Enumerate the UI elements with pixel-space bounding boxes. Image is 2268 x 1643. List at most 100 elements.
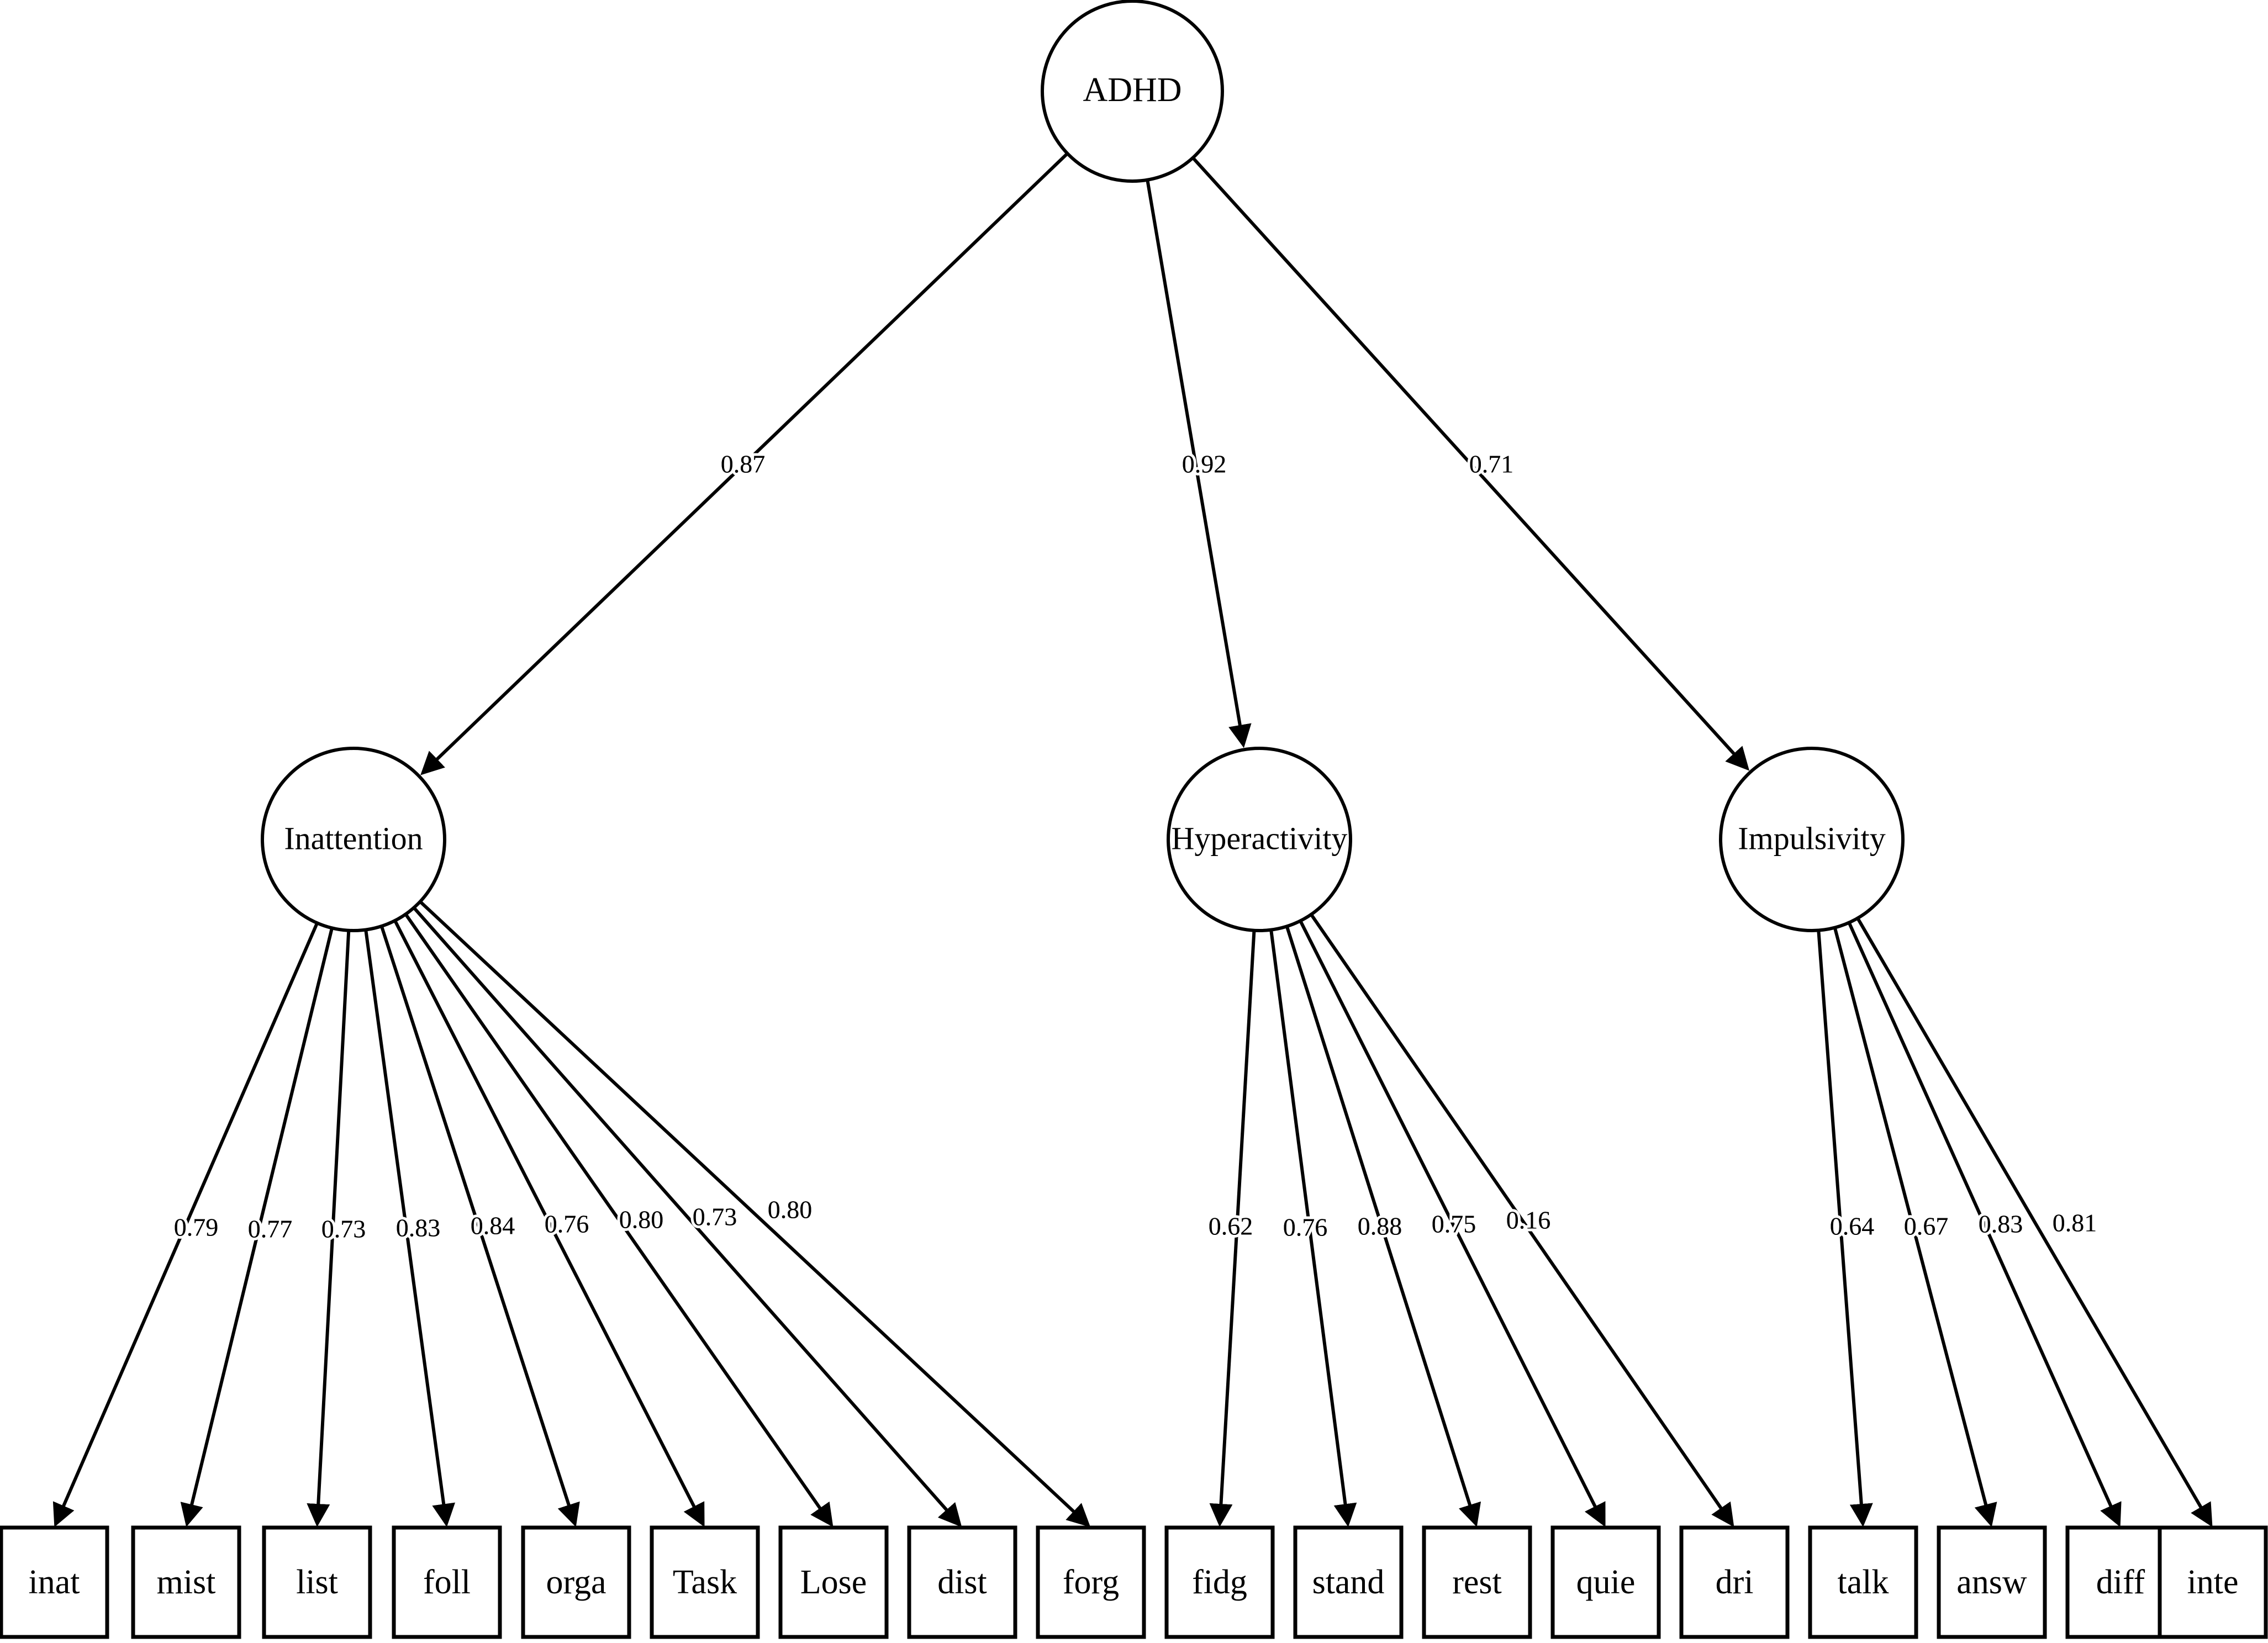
loading-label-dist-halo: 0.73 [693, 1203, 737, 1231]
loading-hyperactivity-to-stand [1269, 929, 1357, 1528]
indicator-label-foll: foll [423, 1563, 471, 1601]
indicator-box-stand[interactable] [1293, 1525, 1404, 1639]
loading-label-fidg: 0.62 [1209, 1212, 1253, 1240]
loading-label-orga-halo: 0.84 [471, 1212, 515, 1240]
indicator-box-answ[interactable] [1937, 1525, 2047, 1639]
loading-label-dri: 0.16 [1506, 1206, 1551, 1234]
loading-inattention-to-foll [364, 929, 456, 1528]
loading-label-orga: 0.84 [471, 1212, 515, 1240]
indicator-label-stand: stand [1312, 1563, 1385, 1601]
indicator-box-list[interactable] [262, 1525, 372, 1639]
loading-label-diff: 0.83 [1979, 1210, 2023, 1238]
indicator-label-list: list [296, 1563, 338, 1601]
loading-label-fidg-halo: 0.62 [1209, 1212, 1253, 1240]
loading-label-diff-halo: 0.83 [1979, 1210, 2023, 1238]
indicator-label-diff: diff [2096, 1563, 2145, 1601]
indicator-box-Task[interactable] [650, 1525, 760, 1639]
indicator-box-dist[interactable] [907, 1525, 1017, 1639]
loading-label-quie: 0.75 [1432, 1210, 1476, 1238]
indicator-box-orga[interactable] [521, 1525, 631, 1639]
loading-inattention-to-orga [379, 926, 580, 1528]
coefficient-adhd-to-inattention: 0.87 [721, 450, 766, 478]
path-adhd-to-inattention [420, 152, 1069, 775]
loading-impulsivity-to-inte [1856, 917, 2213, 1528]
indicator-box-quie[interactable] [1550, 1525, 1661, 1639]
loading-label-list: 0.73 [321, 1215, 366, 1243]
latent-node-adhd[interactable] [1041, 0, 1224, 183]
indicator-box-rest[interactable] [1422, 1525, 1532, 1639]
loading-label-answ-halo: 0.67 [1904, 1212, 1949, 1240]
indicator-box-inte[interactable] [2158, 1525, 2268, 1639]
indicator-label-dri: dri [1716, 1563, 1754, 1601]
loading-hyperactivity-to-rest [1285, 926, 1481, 1528]
loading-inattention-to-Task [393, 920, 705, 1528]
latent-node-hyperactivity[interactable] [1167, 747, 1352, 932]
indicator-box-forg[interactable] [1036, 1525, 1146, 1639]
indicator-box-fidg[interactable] [1164, 1525, 1275, 1639]
loading-inattention-to-inat [52, 922, 319, 1528]
loading-label-quie-halo: 0.75 [1432, 1210, 1476, 1238]
indicator-box-talk[interactable] [1808, 1525, 1918, 1639]
indicator-box-mist[interactable] [131, 1525, 241, 1639]
indicator-label-answ: answ [1956, 1563, 2027, 1601]
indicator-label-forg: forg [1063, 1563, 1119, 1601]
edges-layer [52, 152, 2213, 1528]
indicator-box-inat[interactable] [0, 1525, 109, 1639]
loading-label-Lose-halo: 0.80 [619, 1206, 664, 1234]
latent-node-inattention[interactable] [261, 747, 446, 932]
indicator-label-inte: inte [2187, 1563, 2239, 1601]
loading-label-inte-halo: 0.81 [2053, 1209, 2097, 1237]
loading-label-mist-halo: 0.77 [248, 1215, 293, 1243]
latent-node-hyperactivity-label: Hyperactivity [1172, 820, 1348, 856]
loading-label-dist: 0.73 [693, 1203, 737, 1231]
latent-node-impulsivity[interactable] [1719, 747, 1905, 932]
coefficient-adhd-to-impulsivity-halo: 0.71 [1469, 450, 1514, 478]
loading-inattention-to-Lose [404, 913, 834, 1528]
loading-label-inte: 0.81 [2053, 1209, 2097, 1237]
indicator-label-talk: talk [1838, 1563, 1889, 1601]
indicator-box-Lose[interactable] [778, 1525, 889, 1639]
indicator-box-foll[interactable] [392, 1525, 502, 1639]
coefficient-adhd-to-impulsivity: 0.71 [1469, 450, 1514, 478]
loading-impulsivity-to-talk [1817, 930, 1873, 1528]
latent-node-impulsivity-label: Impulsivity [1738, 820, 1885, 856]
path-adhd-to-impulsivity [1191, 156, 1750, 771]
loading-impulsivity-to-answ [1833, 927, 1997, 1528]
coefficient-adhd-to-hyperactivity: 0.92 [1182, 450, 1227, 478]
indicator-label-fidg: fidg [1192, 1563, 1247, 1601]
path-adhd-to-hyperactivity [1146, 179, 1252, 748]
loading-label-stand: 0.76 [1283, 1213, 1328, 1242]
loading-label-foll: 0.83 [396, 1214, 441, 1242]
loading-label-inat-halo: 0.79 [174, 1213, 219, 1242]
loading-label-Lose: 0.80 [619, 1206, 664, 1234]
loading-label-list-halo: 0.73 [321, 1215, 366, 1243]
loading-label-talk: 0.64 [1830, 1212, 1875, 1240]
loading-label-dri-halo: 0.16 [1506, 1206, 1551, 1234]
loading-label-talk-halo: 0.64 [1830, 1212, 1875, 1240]
latent-node-inattention-label: Inattention [284, 820, 423, 856]
indicator-box-dri[interactable] [1679, 1525, 1790, 1639]
loading-inattention-to-dist [413, 906, 962, 1528]
loading-label-rest: 0.88 [1358, 1212, 1402, 1240]
indicator-label-Task: Task [673, 1563, 737, 1601]
indicator-label-orga: orga [546, 1563, 606, 1601]
loading-label-foll-halo: 0.83 [396, 1214, 441, 1242]
loading-hyperactivity-to-quie [1299, 920, 1606, 1528]
loading-inattention-to-forg [419, 900, 1091, 1528]
indicator-label-mist: mist [157, 1563, 216, 1601]
loading-label-mist: 0.77 [248, 1215, 293, 1243]
loading-impulsivity-to-diff [1847, 922, 2122, 1528]
loading-label-rest-halo: 0.88 [1358, 1212, 1402, 1240]
loading-hyperactivity-to-fidg [1209, 930, 1256, 1528]
indicator-label-dist: dist [937, 1563, 987, 1601]
coefficient-adhd-to-inattention-halo: 0.87 [721, 450, 766, 478]
loading-label-Task-halo: 0.76 [545, 1210, 589, 1238]
loading-label-inat: 0.79 [174, 1213, 219, 1242]
indicator-box-diff[interactable] [2065, 1525, 2176, 1639]
loading-label-Task: 0.76 [545, 1210, 589, 1238]
loading-inattention-to-mist [180, 927, 334, 1528]
